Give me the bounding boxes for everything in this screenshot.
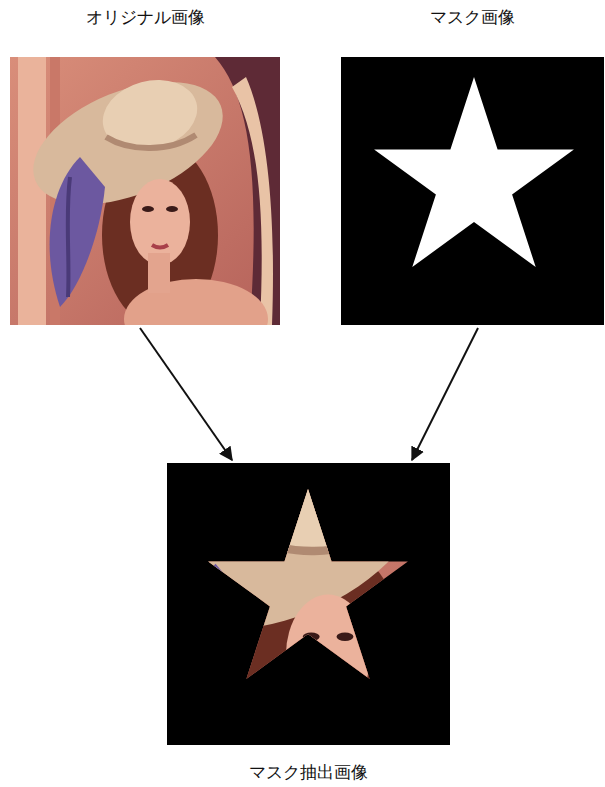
flow-arrow [140,328,232,460]
mask-image [341,57,604,325]
original-photo [10,57,280,325]
image-panel: マスク画像 [339,4,605,328]
masked-photo [167,463,450,745]
image-panel: マスク抽出画像 [165,460,452,785]
image-panel: オリジナル画像 [8,4,282,328]
flow-arrow [412,328,478,460]
image-caption: マスク画像 [426,4,519,30]
image-caption: オリジナル画像 [82,4,209,30]
image-caption: マスク抽出画像 [245,759,372,785]
